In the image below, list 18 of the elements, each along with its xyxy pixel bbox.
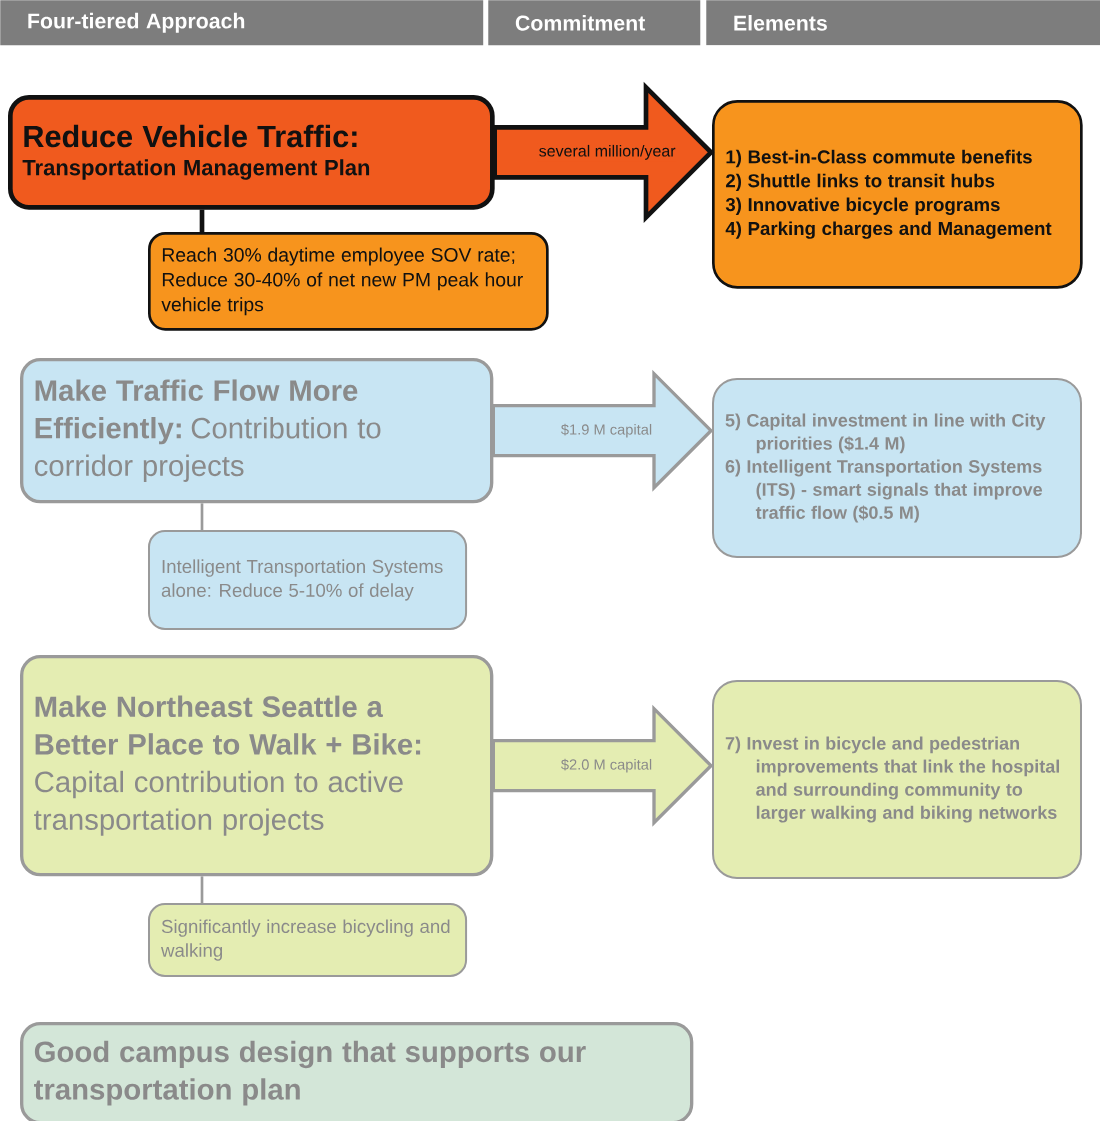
connector-line bbox=[199, 209, 205, 232]
header-bar: Four-tiered Approach bbox=[0, 0, 484, 46]
edge-label: $2.0 M capital bbox=[559, 757, 654, 774]
tier-box: Good campus design that supports our transportation plan bbox=[20, 1022, 694, 1121]
connector-line bbox=[200, 876, 204, 903]
header-bar: Commitment bbox=[488, 0, 701, 46]
goal-box: Significantly increase bicycling and walking bbox=[148, 903, 468, 977]
goal-box: Intelligent Transportation Systems alone: Reduce 5-10% of delay bbox=[148, 530, 468, 630]
goal-box: Reach 30% daytime employee SOV rate; Reduce 30-40% of net new PM peak hour vehicle trips bbox=[148, 232, 549, 331]
elements-box: 7) Invest in bicycle and pedestrian improvements that link the hospital and surrounding community to larger walking and biking networks bbox=[712, 680, 1082, 880]
edge-label: $1.9 M capital bbox=[559, 422, 654, 439]
tier-box: Make Northeast Seattle a Better Place to Walk + Bike: Capital contribution to active transportation projects bbox=[20, 655, 494, 877]
header-bar: Elements bbox=[706, 0, 1100, 46]
connector-line bbox=[200, 503, 204, 530]
elements-box: 1) Best-in-Class commute benefits 2) Shuttle links to transit hubs 3) Innovative bicycle programs 4) Parking charges and Management bbox=[712, 100, 1083, 289]
tier-box: Reduce Vehicle Traffic: Transportation Management Plan bbox=[8, 95, 495, 210]
tier-box: Make Traffic Flow More Efficiently: Contribution to corridor projects bbox=[20, 358, 494, 504]
elements-box: 5) Capital investment in line with City priorities ($1.4 M) 6) Intelligent Transportation Systems (ITS) - smart signals that improve traffic flow ($0.5 M) bbox=[712, 378, 1082, 558]
